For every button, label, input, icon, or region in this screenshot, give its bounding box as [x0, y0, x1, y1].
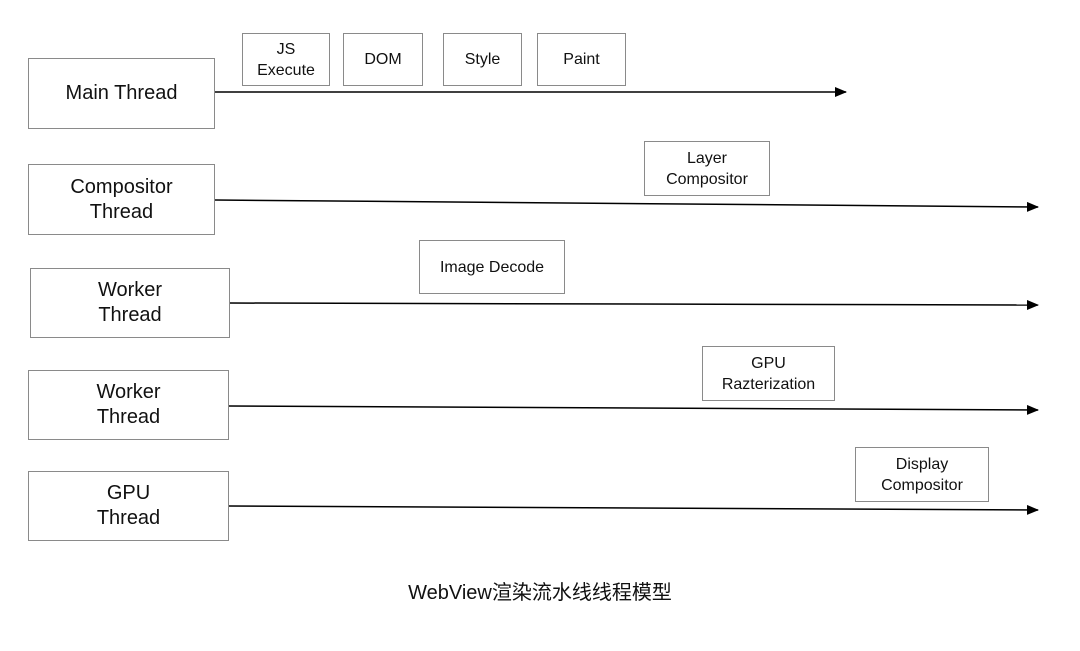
task-style: Style	[443, 33, 522, 86]
task-label: Display Compositor	[881, 455, 963, 494]
worker-thread-2-arrow	[228, 404, 1039, 415]
worker-thread-1-arrow	[228, 299, 1039, 310]
task-dom: DOM	[343, 33, 423, 86]
task-layer-compositor: Layer Compositor	[644, 141, 770, 196]
thread-label: GPU Thread	[96, 482, 161, 529]
task-label: Paint	[563, 51, 600, 68]
task-label: JS Execute	[257, 40, 315, 79]
thread-box-worker-1: Worker Thread	[30, 268, 230, 338]
thread-box-compositor: Compositor Thread	[28, 164, 215, 235]
task-paint: Paint	[537, 33, 626, 86]
diagram-caption: WebView渲染流水线线程模型	[408, 582, 672, 604]
task-label: Image Decode	[439, 258, 545, 276]
task-js-execute: JS Execute	[242, 33, 330, 86]
gpu-thread-arrow	[228, 504, 1039, 515]
thread-label: Worker Thread	[96, 381, 161, 428]
task-label: DOM	[364, 51, 402, 68]
task-label: Style	[464, 51, 501, 68]
thread-box-gpu: GPU Thread	[28, 471, 229, 541]
thread-box-main: Main Thread	[28, 58, 215, 129]
thread-label: Compositor Thread	[70, 175, 173, 223]
thread-box-worker-2: Worker Thread	[28, 370, 229, 440]
task-gpu-razterization: GPU Razterization	[702, 346, 835, 401]
thread-label: Worker Thread	[97, 279, 163, 326]
task-label: Layer Compositor	[666, 149, 748, 188]
compositor-thread-arrow	[214, 199, 1039, 212]
task-display-compositor: Display Compositor	[855, 447, 989, 502]
thread-label: Main Thread	[65, 82, 178, 104]
task-label: GPU Razterization	[721, 354, 816, 393]
task-image-decode: Image Decode	[419, 240, 565, 294]
